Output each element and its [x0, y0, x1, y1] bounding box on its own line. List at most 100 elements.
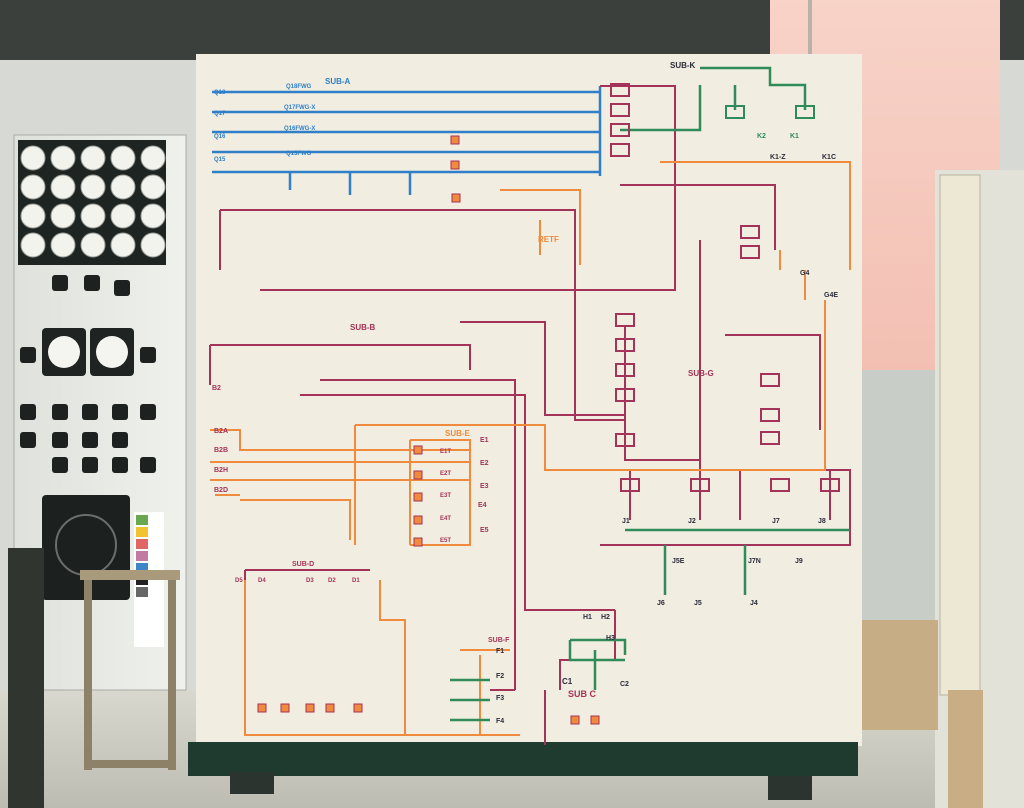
cardboard-box [858, 620, 938, 730]
switch-knob [112, 432, 128, 448]
label-b2a: B2A [214, 428, 228, 435]
breaker-box [610, 103, 630, 117]
switch-knob [52, 404, 68, 420]
gauge-dial [20, 232, 46, 258]
breaker-square [325, 703, 335, 713]
label-e4: E4 [478, 502, 487, 509]
switch-knob [82, 432, 98, 448]
gauge-dial [80, 203, 106, 229]
label-q18fwg: Q18FWG [286, 84, 312, 90]
switch-knob [20, 347, 36, 363]
label-k1z: K1-Z [770, 154, 786, 161]
breaker-square [413, 537, 423, 547]
switch-knobs [20, 275, 156, 473]
switch-knob [52, 457, 68, 473]
label-b2: B2 [212, 385, 221, 392]
label-sub-d: SUB-D [292, 561, 314, 568]
label-e4t: E4T [440, 516, 451, 522]
label-retf: RETF [538, 235, 559, 244]
breaker-square [451, 193, 461, 203]
gauge-dial [80, 174, 106, 200]
label-b2h: B2H [214, 467, 228, 474]
breaker-box [770, 478, 790, 492]
label-b2b: B2B [214, 447, 228, 454]
gauge-dial [110, 203, 136, 229]
breaker-square [413, 445, 423, 455]
green-bus-lines [450, 66, 850, 722]
switch-knob [114, 280, 130, 296]
breaker-square [413, 515, 423, 525]
switch-knob [82, 457, 98, 473]
gauge-dial [50, 203, 76, 229]
sub-a-blue-lines [212, 86, 602, 195]
gauge-dial [20, 145, 46, 171]
label-d2: D2 [328, 578, 336, 584]
label-j6: J6 [657, 600, 665, 607]
label-c1: C1 [562, 677, 573, 686]
breaker-square [257, 703, 267, 713]
label-d3: D3 [306, 578, 314, 584]
label-f1: F1 [496, 648, 504, 655]
label-h3: H3 [606, 635, 615, 642]
label-j5: J5 [694, 600, 702, 607]
breaker-square [413, 470, 423, 480]
label-j7n: J7N [748, 558, 761, 565]
label-g4: G4 [800, 270, 809, 277]
breaker-square [570, 715, 580, 725]
breaker-box [610, 83, 630, 97]
label-q16: Q16 [214, 134, 226, 140]
breaker-box [795, 105, 815, 119]
label-c2: C2 [620, 681, 629, 688]
gauge-dial [110, 174, 136, 200]
switch-knob [112, 404, 128, 420]
label-f2: F2 [496, 673, 504, 680]
switch-knob [20, 404, 36, 420]
breaker-square [413, 492, 423, 502]
breaker-box [690, 478, 710, 492]
gauge-dial [80, 232, 106, 258]
switch-knob [82, 404, 98, 420]
label-sub-a: SUB-A [325, 77, 351, 86]
gauge-dial [110, 145, 136, 171]
switch-knob [140, 347, 156, 363]
breaker-box [620, 478, 640, 492]
breaker-square [280, 703, 290, 713]
breaker-box [615, 388, 635, 402]
switch-knob [20, 432, 36, 448]
label-e2: E2 [480, 460, 489, 467]
metal-stand [80, 570, 180, 770]
gauge-dial [140, 203, 166, 229]
breaker-box [615, 313, 635, 327]
label-k1c: K1C [822, 154, 836, 161]
breaker-box [615, 338, 635, 352]
label-e5t: E5T [440, 538, 451, 544]
label-q15: Q15 [214, 157, 226, 163]
label-k2: K2 [757, 133, 766, 140]
breaker-square [450, 135, 460, 145]
label-e1t: E1T [440, 449, 451, 455]
gauge-dial [50, 232, 76, 258]
label-e3: E3 [480, 483, 489, 490]
label-q17fwg: Q17FWG-X [284, 105, 315, 111]
label-f4: F4 [496, 718, 504, 725]
breaker-square [450, 160, 460, 170]
breaker-box [610, 123, 630, 137]
dark-cabinet-left [8, 548, 44, 808]
label-sub-c: SUB C [568, 689, 597, 699]
breaker-box [760, 431, 780, 445]
label-j9: J9 [795, 558, 803, 565]
label-e1: E1 [480, 437, 489, 444]
label-e3t: E3T [440, 493, 451, 499]
breaker-square [590, 715, 600, 725]
label-q17: Q17 [214, 111, 226, 117]
label-sub-b: SUB-B [350, 323, 376, 332]
breaker-square [353, 703, 363, 713]
label-j8: J8 [818, 518, 826, 525]
label-f3: F3 [496, 695, 504, 702]
label-q18: Q18 [214, 90, 226, 96]
gauge-dial [110, 232, 136, 258]
breaker-box [615, 433, 635, 447]
board-base [188, 742, 858, 776]
breaker-box [615, 363, 635, 377]
